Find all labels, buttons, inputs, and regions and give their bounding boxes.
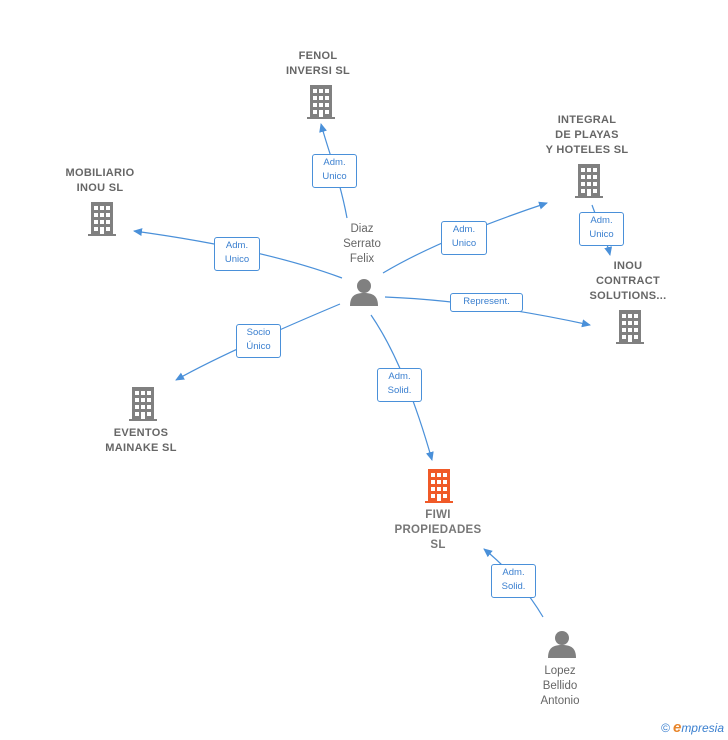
- edge-label-to-mobiliario: Adm. Unico: [214, 237, 260, 271]
- inou-contract-label[interactable]: INOU CONTRACT SOLUTIONS...: [589, 260, 667, 302]
- edge-label-to-integral: Adm. Unico: [441, 221, 487, 255]
- copyright-icon: ©: [661, 721, 670, 735]
- fiwi-label[interactable]: FIWI PROPIEDADES SL: [394, 509, 482, 551]
- eventos-label[interactable]: EVENTOS MAINAKE SL: [105, 427, 177, 454]
- edge-label-to-fenol: Adm. Unico: [312, 154, 357, 188]
- integral-building-icon[interactable]: [575, 164, 603, 198]
- empresia-watermark: ©empresia: [661, 719, 724, 736]
- eventos-building-icon[interactable]: [129, 387, 157, 421]
- brand-name: mpresia: [681, 721, 724, 735]
- edge-label-to-eventos: Socio Único: [236, 324, 281, 358]
- lopez-person-icon[interactable]: [548, 631, 576, 658]
- inou-contract-building-icon[interactable]: [616, 310, 644, 344]
- mobiliario-label[interactable]: MOBILIARIO INOU SL: [65, 167, 135, 194]
- fenol-label[interactable]: FENOL INVERSI SL: [285, 50, 351, 77]
- edge-label-to-fiwi: Adm. Solid.: [377, 368, 422, 402]
- fiwi-building-icon[interactable]: [425, 469, 453, 503]
- edge-label-lopez-to-fiwi: Adm. Solid.: [491, 564, 536, 598]
- diaz-person-icon[interactable]: [350, 279, 378, 306]
- lopez-label[interactable]: Lopez Bellido Antonio: [540, 665, 580, 707]
- edge-label-to-inou-contract: Represent.: [450, 293, 523, 312]
- integral-label[interactable]: INTEGRAL DE PLAYAS Y HOTELES SL: [545, 114, 629, 156]
- fenol-building-icon[interactable]: [307, 85, 335, 119]
- diaz-label[interactable]: Diaz Serrato Felix: [343, 223, 381, 265]
- edge-label-integral-to-inou: Adm. Unico: [579, 212, 624, 246]
- brand-initial: e: [672, 719, 682, 736]
- mobiliario-building-icon[interactable]: [88, 202, 116, 236]
